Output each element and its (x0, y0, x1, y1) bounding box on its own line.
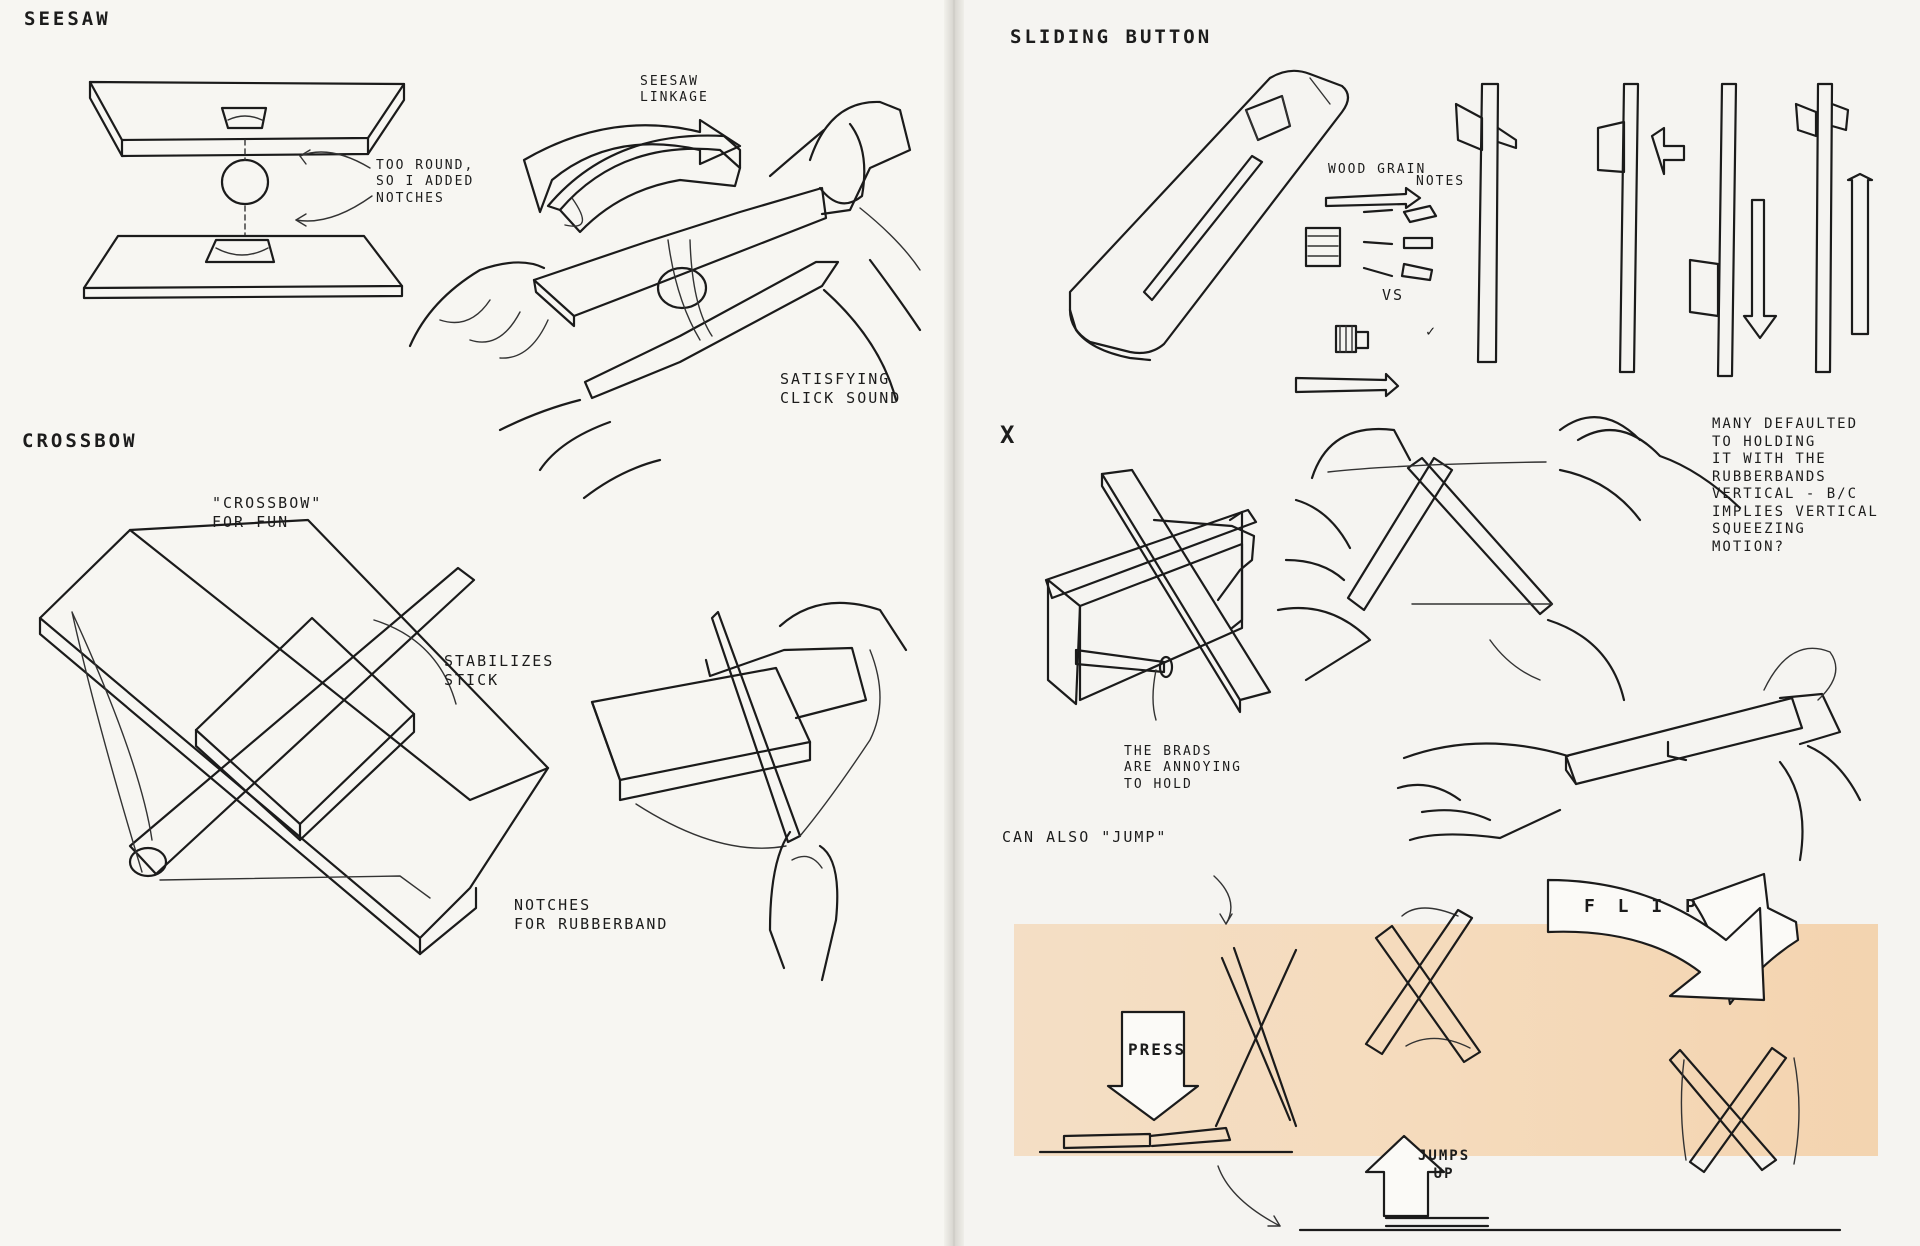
jumps-up-label: Jumps up (1418, 1148, 1471, 1182)
crossbow-sketch (38, 518, 550, 956)
left-sketch-page (0, 0, 950, 1246)
sliding-button-profiles (1454, 82, 1874, 378)
stabilizes-stick-note: Stabilizes stick (444, 652, 555, 689)
crossbow-title: Crossbow (22, 430, 138, 452)
too-round-note: Too round, so I added notches (376, 158, 475, 206)
vs-label: vs (1382, 286, 1405, 304)
crossbow-fun-note: "Crossbow" for fun (212, 494, 323, 531)
x-squeeze-hands-sketch (1396, 639, 1862, 862)
notes-label: notes (1416, 174, 1466, 189)
check-mark: ✓ (1426, 322, 1438, 340)
x-hands-holding-sketch (1276, 416, 1742, 702)
seesaw-linkage-note: Seesaw linkage (640, 74, 709, 106)
notches-rubberband-note: Notches for rubberband (514, 896, 669, 933)
seesaw-exploded-sketch (82, 80, 406, 300)
brads-annoying-note: The brads are annoying to hold (1124, 744, 1242, 792)
holding-vertical-note: Many defaulted to holding it with the ru… (1712, 416, 1879, 555)
press-label: Press (1128, 1040, 1187, 1059)
can-also-jump-note: Can also "jump" (1002, 828, 1168, 846)
crossbow-hands-sketch (590, 601, 908, 982)
sliding-button-title: Sliding Button (1010, 26, 1213, 48)
notebook-gutter (944, 0, 964, 1246)
wood-grain-label: Wood grain (1328, 162, 1427, 177)
sliding-button-board-sketch (1068, 69, 1350, 362)
x-concept-title: X (1000, 421, 1018, 449)
flip-label: F L I P (1584, 896, 1702, 917)
jump-press-sketch (1038, 872, 1842, 1232)
seesaw-hands-sketch (408, 100, 922, 500)
satisfying-click-note: Satisfying click sound (780, 370, 902, 407)
seesaw-title: Seesaw (24, 8, 111, 30)
wood-grain-notes (1294, 186, 1438, 398)
x-concept-block-sketch (1044, 468, 1272, 721)
